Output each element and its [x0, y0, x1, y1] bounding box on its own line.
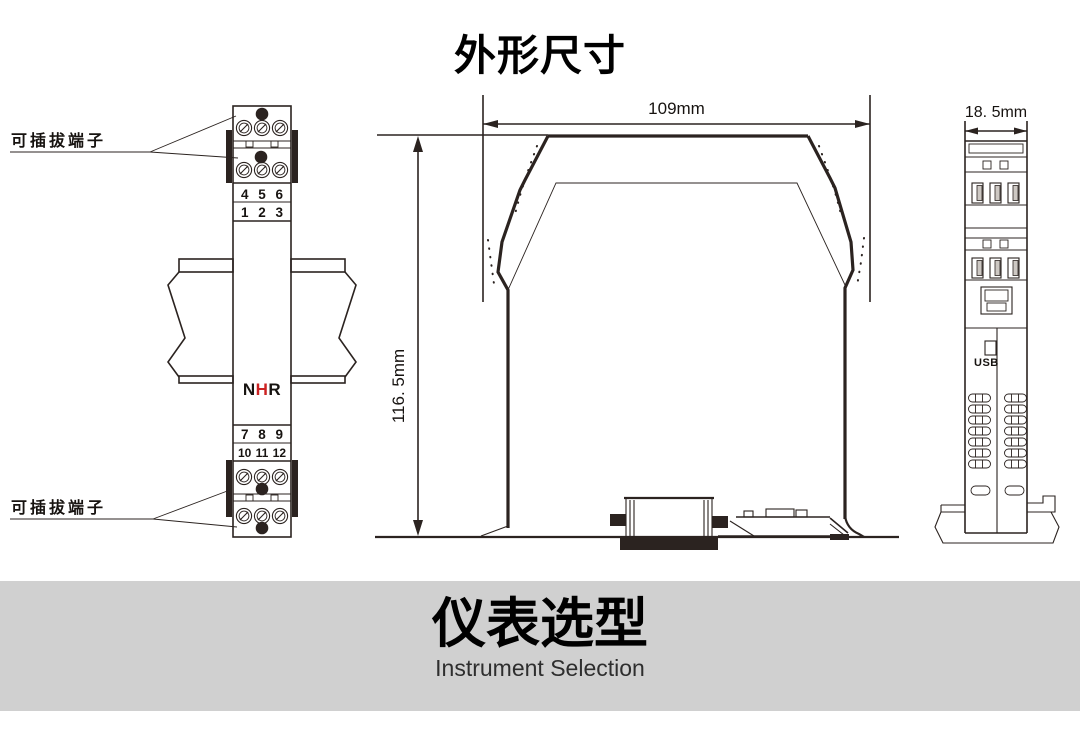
terminal-slots-second	[971, 257, 1020, 279]
din-rail	[167, 258, 357, 384]
front-view-drawing	[10, 105, 357, 538]
terminal-numbers-456: 4 5 6	[240, 187, 284, 202]
dim-height-label: 116. 5mm	[389, 348, 408, 424]
side-view-drawing	[375, 95, 899, 550]
logo-letter-n: N	[242, 380, 256, 399]
dim-width-label: 109mm	[648, 99, 705, 118]
brand-logo: NHR	[233, 380, 291, 400]
banner: 仪表选型 Instrument Selection	[0, 581, 1080, 711]
pluggable-terminal-label-top: 可插拔端子	[11, 133, 107, 150]
terminal-numbers-101112: 10 11 12	[237, 446, 287, 460]
logo-letter-h: H	[255, 380, 269, 399]
pluggable-terminal-label-bottom: 可插拔端子	[11, 500, 107, 517]
terminal-block-bottom	[235, 468, 289, 535]
terminal-numbers-123: 1 2 3	[240, 205, 284, 220]
terminal-numbers-789: 7 8 9	[240, 427, 284, 442]
height-dimension	[377, 134, 548, 536]
depth-dimension	[965, 127, 1027, 135]
banner-title: 仪表选型	[432, 594, 648, 654]
pointer-lines	[10, 115, 239, 528]
rail-cross-section	[934, 495, 1060, 544]
release-latch	[718, 505, 865, 540]
terminal-slots-top	[971, 182, 1020, 204]
banner-subtitle: Instrument Selection	[435, 655, 645, 682]
logo-letter-r: R	[268, 380, 282, 399]
usb-port	[984, 340, 997, 356]
connector-block	[980, 286, 1013, 315]
usb-label: USB	[974, 357, 999, 369]
vent-slots	[968, 393, 1027, 469]
rail-clip	[610, 496, 728, 550]
clamp-bar	[292, 130, 298, 183]
terminal-block-top	[235, 107, 289, 179]
clamp-bar	[292, 460, 298, 517]
dim-depth-label: 18. 5mm	[964, 104, 1028, 121]
clamp-bar	[226, 460, 232, 517]
dimension-drawing	[10, 95, 1060, 550]
page-title: 外形尺寸	[453, 32, 626, 79]
width-dimension	[482, 95, 871, 302]
clamp-bar	[226, 130, 232, 183]
profile-view-drawing	[934, 121, 1060, 544]
